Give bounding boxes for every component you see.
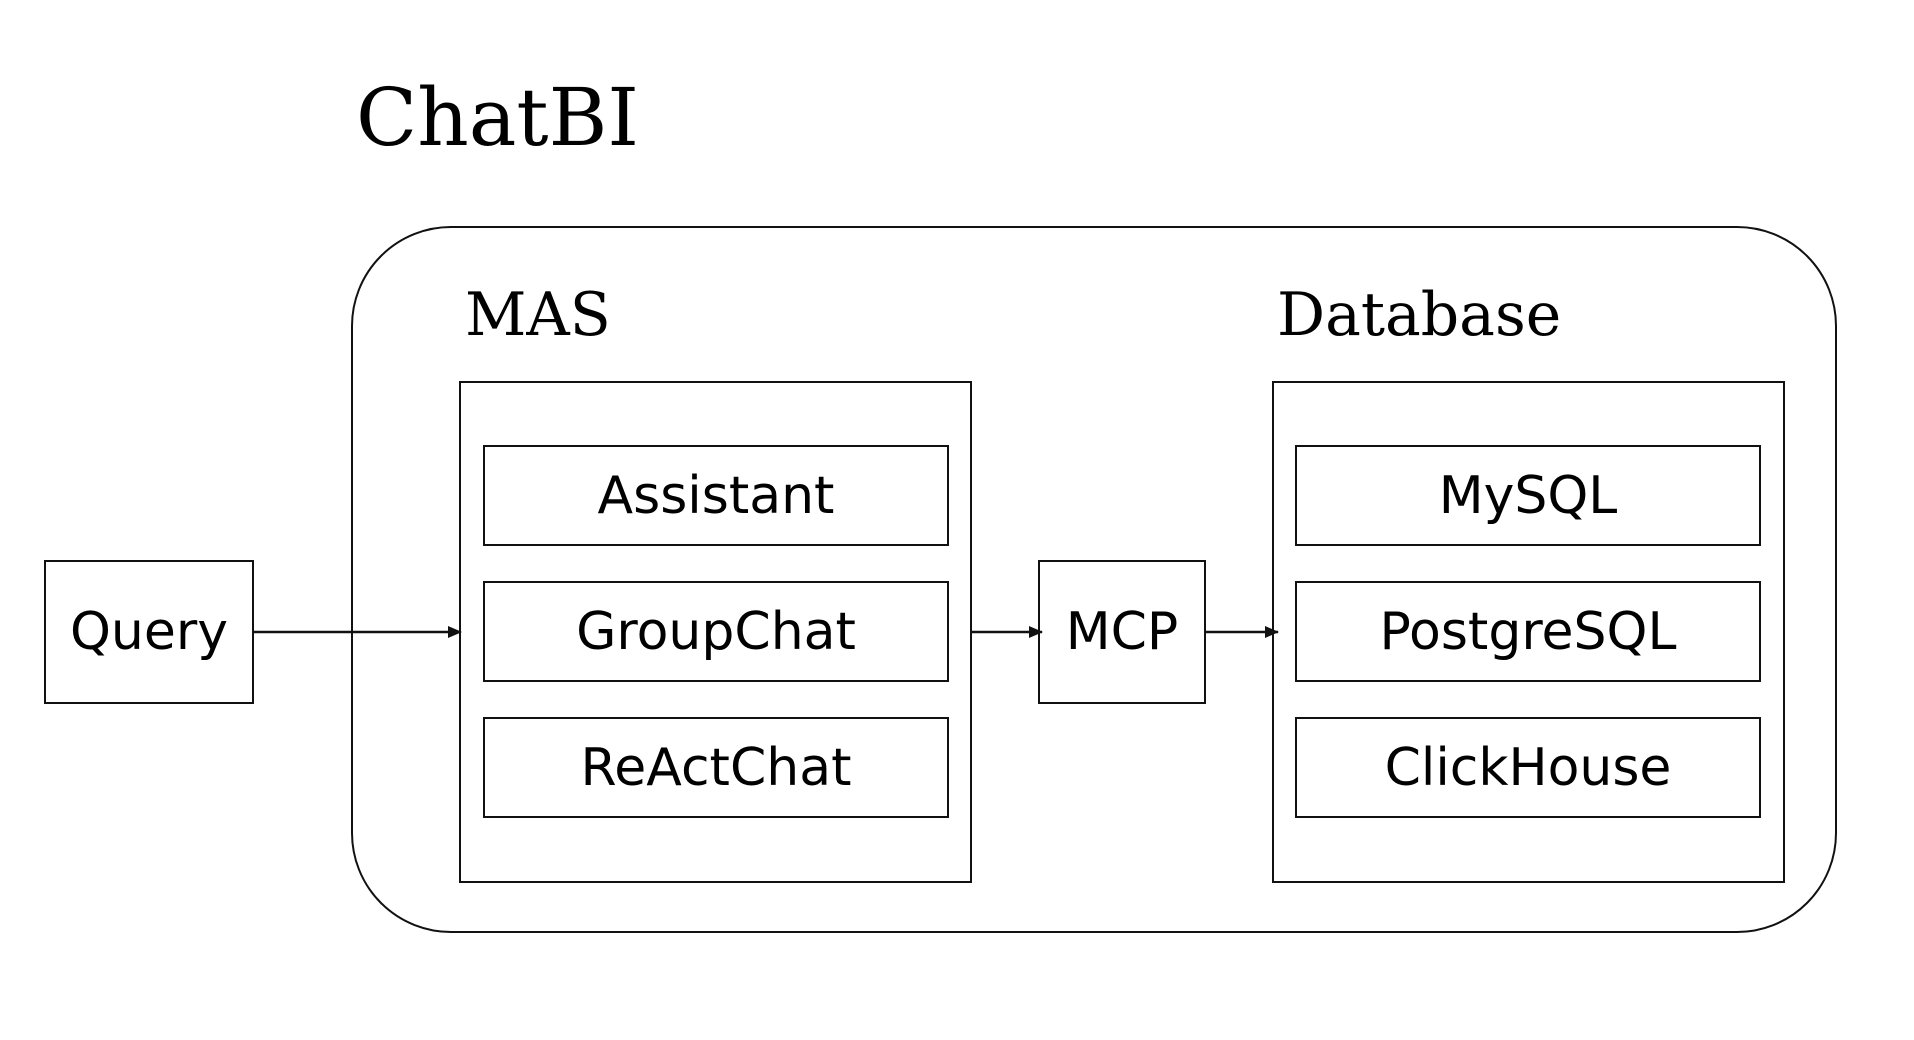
mas-item-reactchat: ReActChat [483,717,949,818]
database-item-postgresql: PostgreSQL [1295,581,1761,682]
diagram-title: ChatBI [356,71,639,164]
mas-item-assistant: Assistant [483,445,949,546]
mas-item-groupchat: GroupChat [483,581,949,682]
query-box: Query [44,560,254,704]
mas-section-title: MAS [465,280,611,350]
mcp-box: MCP [1038,560,1206,704]
chatbi-system-container [351,226,1837,933]
database-item-clickhouse: ClickHouse [1295,717,1761,818]
database-item-mysql: MySQL [1295,445,1761,546]
database-section-title: Database [1277,280,1562,350]
